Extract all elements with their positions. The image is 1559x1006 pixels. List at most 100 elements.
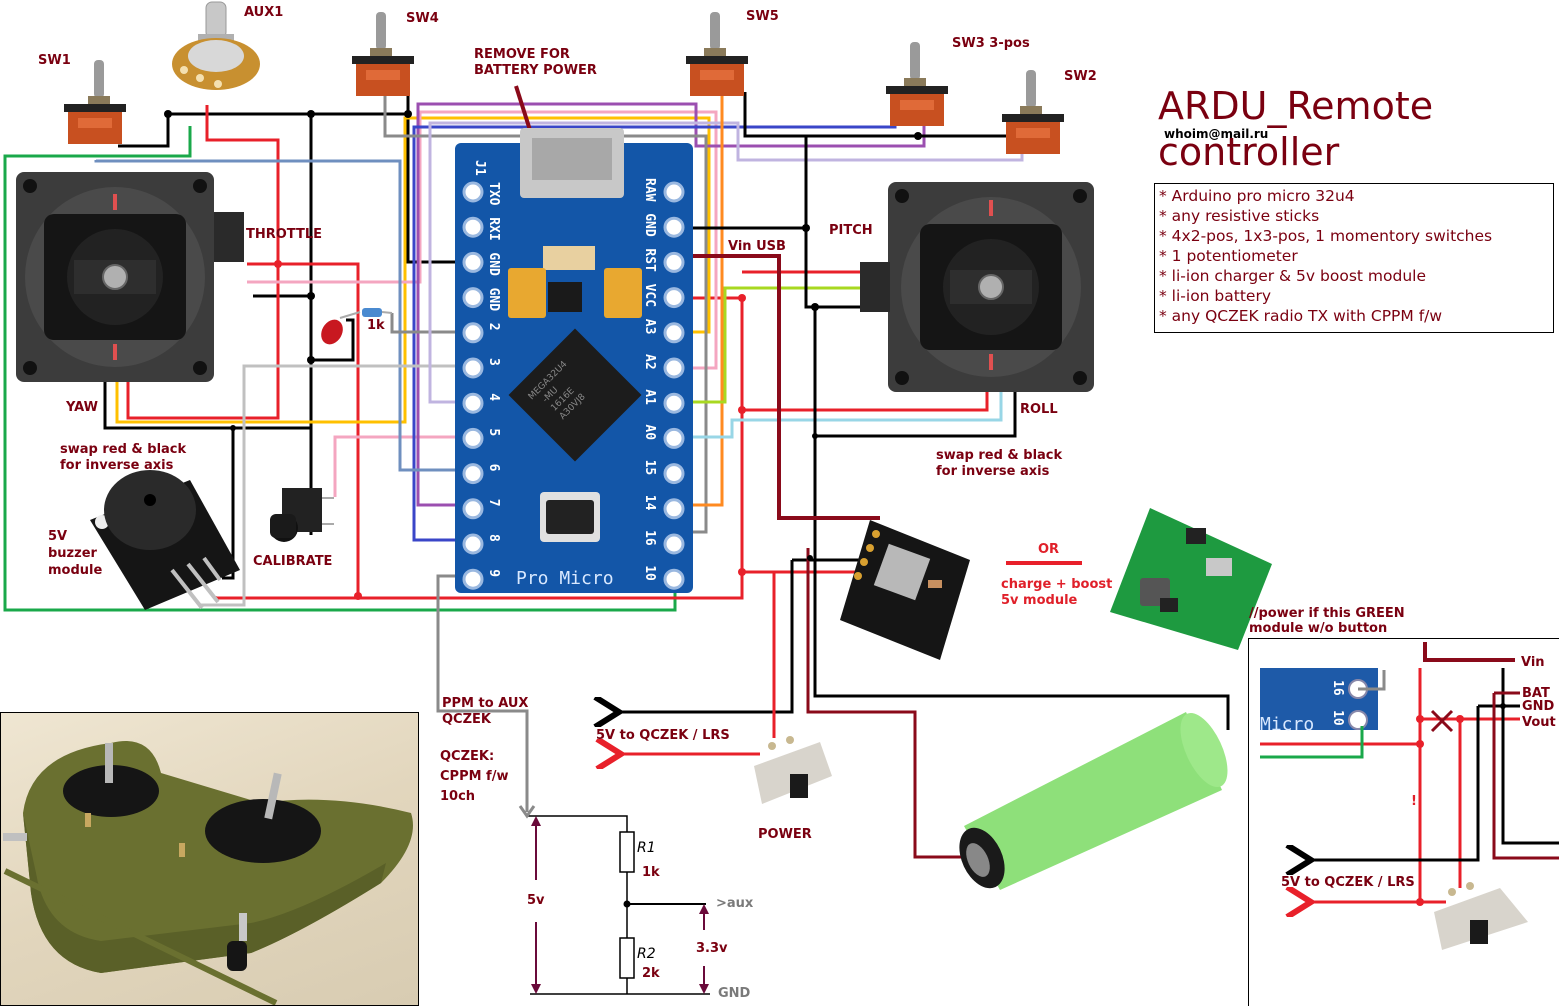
inset-pin-16: 16 [1330,680,1345,696]
label-qczek-1: QCZEK: [440,749,494,764]
right-pin-pad [663,568,685,590]
wire-black-buzzer [222,428,235,580]
left-pin-pad [462,533,484,555]
left-pin-pad [462,251,484,273]
board-name: Pro Micro [516,568,614,589]
left-pin-pad [462,392,484,414]
label-5v-qczek-2: 5V to QCZEK / LRS [1281,875,1415,890]
label-pin-bat: BAT [1522,686,1550,701]
power-slide-switch[interactable] [754,736,832,804]
switch-lever-icon [94,60,104,98]
left-pin-label: 8 [486,534,501,542]
joystick-right[interactable] [860,182,1094,392]
label-buzzer-3: module [48,563,102,578]
label-resistor: 1k [367,318,385,333]
label-aux1: AUX1 [244,5,283,20]
right-pin-pad [663,181,685,203]
charge-module-green [1110,508,1272,650]
wire-yellow-a3 [115,116,711,424]
wire-black-gnd-sw4 [406,96,468,264]
joystick-left[interactable] [16,172,244,382]
switch-sw2[interactable] [1002,70,1064,154]
switch-sw5[interactable] [686,12,748,96]
left-pin-label: 6 [486,464,501,472]
wire-pink-calibrate [333,435,468,497]
feature-item: * 1 potentiometer [1159,247,1298,265]
feature-item: * any QCZEK radio TX with CPPM f/w [1159,307,1443,325]
wire-black-boost [813,436,1230,730]
led-red [321,311,361,345]
left-pin-pad [462,498,484,520]
potentiometer-aux1[interactable] [172,1,260,90]
right-pin-pad [663,287,685,309]
label-qczek-2: CPPM f/w [440,769,508,784]
left-pin-pad [462,216,484,238]
left-pin-label: 4 [486,393,501,401]
wire-purple-7 [416,102,926,507]
wire-maroon-battery [806,548,975,859]
label-charge-1: charge + boost [1001,577,1112,592]
label-buzzer-1: 5V [48,529,67,544]
wire-lavender-4 [428,121,1024,404]
label-divider-3v3: 3.3v [696,941,728,956]
right-pin-pad [663,322,685,344]
buzzer-module [90,470,240,610]
board-header-label: J1 [472,160,487,176]
label-ppm-2: QCZEK [442,712,492,727]
label-divider-gnd: GND [718,986,751,1001]
title-block: ARDU_Remote whoim@mail.ru controller [1158,84,1434,174]
left-pin-label: GND [486,252,501,276]
right-pin-pad [663,392,685,414]
wire-green-sw1 [3,126,677,612]
label-buzzer-2: buzzer [48,546,98,561]
label-swap-left-1: swap red & black [60,442,187,457]
wire-lightgray-3 [200,364,468,607]
left-pin-label: 7 [486,499,501,507]
label-swap-left-2: for inverse axis [60,458,174,473]
label-divider-r1-val: 1k [642,865,660,880]
calibrate-button[interactable] [270,488,334,542]
label-sw3: SW3 3-pos [952,36,1030,51]
author-email: whoim@mail.ru [1164,127,1269,141]
inset-micro-label: Micro [1260,714,1314,735]
switch-sw3[interactable] [886,42,948,126]
switch-sw1[interactable] [64,60,126,144]
feature-list: * Arduino pro micro 32u4 * any resistive… [1154,183,1554,333]
label-roll: ROLL [1020,402,1058,417]
pro-micro-board [455,128,693,593]
left-pin-pad [462,287,484,309]
left-pin-pad [462,427,484,449]
power-slide-switch-alt[interactable] [1434,882,1528,950]
right-pin-label: RST [642,248,657,272]
label-sw5: SW5 [746,9,779,24]
left-pin-label: 5 [486,428,501,436]
wire-black-qczek [616,560,794,712]
label-green-note-1: //power if this GREEN [1249,606,1405,621]
feature-item: * li-ion charger & 5v boost module [1159,267,1426,285]
title-line-1: ARDU_Remote [1158,84,1434,128]
right-pin-pad [663,533,685,555]
green-module-inset-frame [1248,638,1559,1006]
left-pin-label: GND [486,288,501,312]
label-power: POWER [758,827,812,842]
left-pin-label: 3 [486,358,501,366]
wire-black-gnd-top [118,112,408,148]
wire-red-throttle [247,262,360,596]
label-remove-2: BATTERY POWER [474,63,597,78]
label-charge-2: 5v module [1001,593,1078,608]
label-divider-5v: 5v [527,893,545,908]
right-pin-label: 10 [642,565,657,581]
title-line-2: controller [1158,130,1340,174]
right-pin-pad [663,463,685,485]
right-pin-label: A1 [642,389,657,405]
right-pin-label: RAW [642,178,657,202]
right-pin-pad [663,251,685,273]
wire-red-aux1 [126,105,280,420]
label-divider-aux: >aux [716,896,754,911]
right-pin-pad [663,357,685,379]
switch-sw4[interactable] [352,12,414,96]
right-pin-label: GND [642,213,657,237]
label-vin-usb: Vin USB [728,239,786,254]
